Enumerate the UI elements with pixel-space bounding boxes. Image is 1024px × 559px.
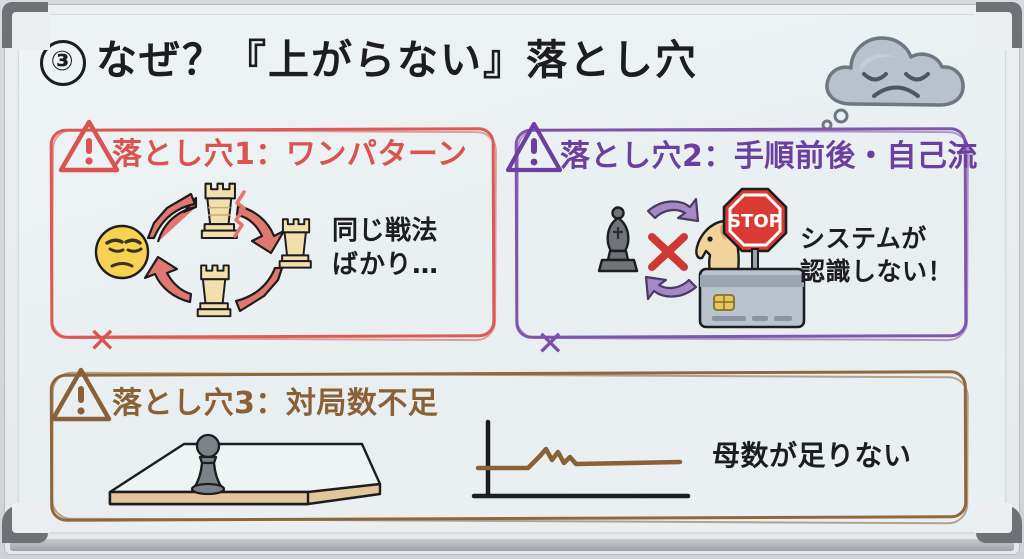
frame-corner-top-right — [974, 2, 1022, 50]
pitfall-1-heading: 落とし穴1：ワンパターン — [112, 137, 468, 172]
title-number-badge: ③ — [40, 40, 86, 86]
sad-cloud-icon — [818, 24, 968, 128]
pitfall-2-x-mark: ✕ — [536, 324, 565, 364]
pitfall-3-body: 母数が足りない — [712, 439, 912, 472]
warning-triangle-icon — [58, 118, 120, 174]
swap-blocked-illustration: STOP — [592, 185, 808, 333]
warning-triangle-icon — [50, 366, 112, 424]
title-text: なぜ？『上がらない』落とし穴 — [96, 36, 698, 84]
pawn-on-board-illustration — [108, 426, 388, 518]
pitfall-3-heading: 落とし穴3：対局数不足 — [112, 386, 439, 421]
frame-corner-bottom-left — [2, 503, 50, 543]
pitfall-2-heading: 落とし穴2：手順前後・自己流 — [560, 139, 978, 174]
rook-cycle-illustration — [92, 176, 324, 328]
warning-triangle-icon — [505, 120, 563, 174]
whiteboard-pen-tray — [10, 539, 1014, 551]
frame-corner-bottom-right — [974, 503, 1022, 543]
pitfall-1-body: 同じ戦法 ばかり… — [332, 216, 439, 281]
pitfall-2-body: システムが 認識しない！ — [800, 224, 954, 286]
stop-sign-label: STOP — [728, 211, 782, 232]
flat-rating-graph-illustration — [466, 416, 696, 512]
frame-corner-top-left — [2, 2, 50, 50]
pitfall-1-x-mark: ✕ — [88, 321, 117, 361]
